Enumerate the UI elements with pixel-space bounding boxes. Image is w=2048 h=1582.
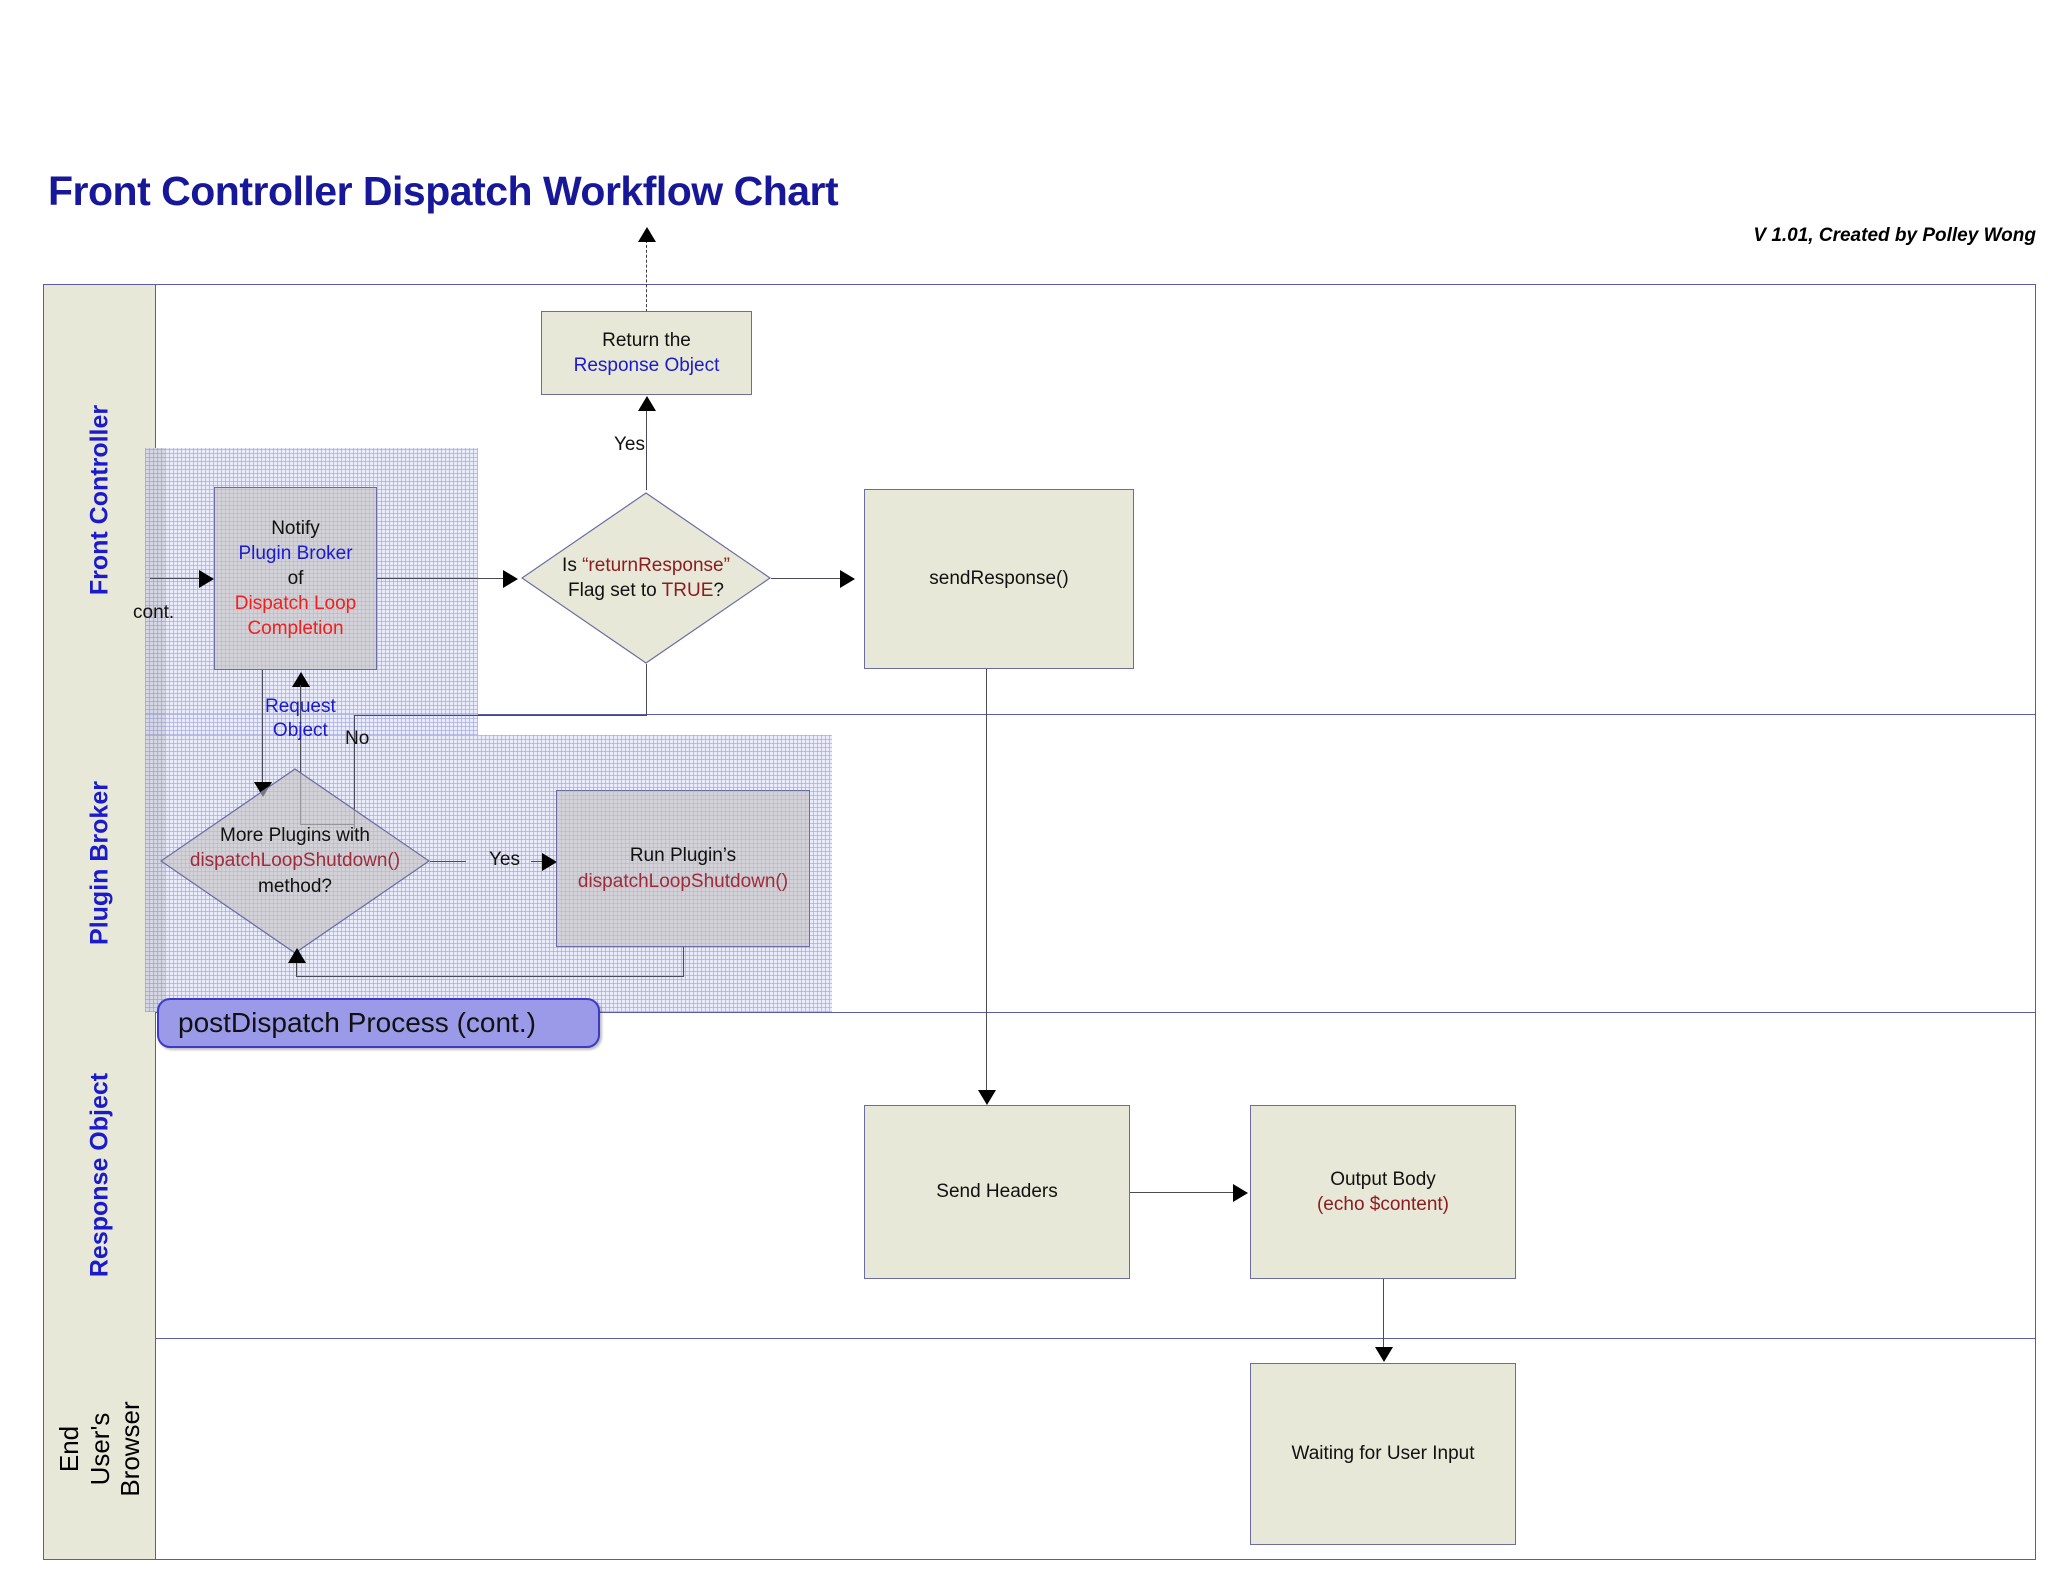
lane-label-end-user-browser: End User's Browser — [53, 1400, 145, 1497]
edge-plugin-loop-vertical-right — [683, 947, 684, 977]
more-plugins-line-2: dispatchLoopShutdown() — [189, 850, 401, 872]
edge-no-segment-vertical-b — [354, 715, 355, 829]
lane-header-plugin-broker: Plugin Broker — [44, 714, 156, 1012]
decision-line1-pre: Is — [562, 554, 583, 576]
lane-divider-2 — [43, 1012, 2036, 1013]
edge-yes-plugin-arrowhead — [542, 853, 557, 871]
return-flag-decision-text: Is “returnResponse” Flag set to TRUE? — [521, 492, 771, 664]
edge-return-exit-arrowhead — [638, 227, 656, 242]
more-plugins-decision-text: More Plugins with dispatchLoopShutdown()… — [160, 768, 430, 954]
decision-shape-return-flag — [521, 492, 771, 664]
lane-divider-3 — [43, 1338, 2036, 1339]
grid-zone-bridge — [145, 714, 478, 735]
node-return-flag-decision[interactable]: Is “returnResponse” Flag set to TRUE? — [521, 492, 771, 664]
run-plugin-line-1: Run Plugin’s — [629, 845, 737, 867]
edge-label-request-object: Request Object — [265, 696, 336, 741]
edge-request-object-line — [262, 670, 263, 785]
banner-post-dispatch-process[interactable]: postDispatch Process (cont.) — [157, 998, 600, 1048]
edge-output-to-waiting-arrowhead — [1375, 1347, 1393, 1362]
edge-plugin-loop-arrowhead — [288, 948, 306, 963]
edge-decision-to-sendresponse-line — [771, 578, 846, 579]
edge-headers-to-output-arrowhead — [1233, 1184, 1248, 1202]
node-output-body[interactable]: Output Body (echo $content) — [1250, 1105, 1516, 1279]
edge-return-exit-line — [646, 240, 647, 312]
return-response-line-2: Response Object — [573, 355, 720, 376]
lane-header-end-user-browser: End User's Browser — [44, 1338, 156, 1559]
page-title: Front Controller Dispatch Workflow Chart — [48, 168, 839, 214]
send-response-label: sendResponse() — [929, 568, 1069, 590]
more-plugins-line-1: More Plugins with — [220, 824, 370, 846]
lane-label-plugin-broker: Plugin Broker — [85, 781, 113, 945]
edge-no-segment-vertical-a — [646, 664, 647, 716]
edge-plugin-loop-horizontal — [296, 976, 684, 977]
decision-line2-post: ? — [713, 580, 724, 601]
edge-no-segment-horizontal — [354, 715, 647, 716]
edge-yes-to-return-line — [646, 408, 647, 490]
notify-line-1: Notify — [271, 517, 320, 539]
node-run-plugin-shutdown[interactable]: Run Plugin’s dispatchLoopShutdown() — [556, 790, 810, 947]
edge-label-no: No — [345, 728, 370, 749]
edge-loop-back-into-notify-arrowhead — [292, 672, 310, 687]
node-send-headers[interactable]: Send Headers — [864, 1105, 1130, 1279]
edge-label-cont: cont. — [133, 602, 175, 623]
edge-label-yes-top: Yes — [614, 434, 645, 455]
edge-headers-to-output-line — [1130, 1192, 1240, 1193]
decision-line2-em: TRUE — [661, 580, 714, 601]
send-headers-label: Send Headers — [936, 1181, 1058, 1203]
node-more-plugins-decision[interactable]: More Plugins with dispatchLoopShutdown()… — [160, 768, 430, 954]
notify-line-4: Dispatch Loop — [234, 593, 357, 615]
decision-line2-pre: Flag set to — [568, 580, 662, 601]
more-plugins-line-3: method? — [258, 875, 332, 897]
notify-line-2: Plugin Broker — [238, 542, 353, 564]
edge-yes-to-return-arrowhead — [638, 396, 656, 411]
version-credit: V 1.01, Created by Polley Wong — [1753, 225, 2036, 246]
waiting-input-label: Waiting for User Input — [1291, 1443, 1475, 1465]
swimlane-frame — [43, 284, 2036, 1560]
output-body-line-2: (echo $content) — [1316, 1194, 1450, 1215]
lane-header-response-object: Response Object — [44, 1012, 156, 1338]
edge-yes-plugin-line-a — [430, 861, 466, 862]
output-body-line-1: Output Body — [1330, 1168, 1436, 1190]
edge-yes-plugin-line-b — [531, 861, 551, 862]
edge-decision-to-sendresponse-arrowhead — [840, 570, 855, 588]
edge-output-to-waiting-line — [1383, 1279, 1384, 1359]
edge-sendresponse-to-headers-line — [986, 669, 987, 1102]
node-waiting-for-user-input[interactable]: Waiting for User Input — [1250, 1363, 1516, 1545]
edge-cont-entry-line — [150, 578, 202, 579]
edge-label-yes-plugin: Yes — [489, 849, 520, 870]
node-send-response[interactable]: sendResponse() — [864, 489, 1134, 669]
lane-header-front-controller: Front Controller — [44, 285, 156, 714]
notify-line-3: of — [287, 567, 304, 589]
grid-zone-shadow — [145, 448, 165, 1012]
node-return-response-object[interactable]: Return the Response Object — [541, 311, 752, 395]
lane-label-front-controller: Front Controller — [85, 404, 113, 595]
edge-cont-entry-arrowhead — [199, 570, 214, 588]
notify-line-5: Completion — [247, 618, 344, 640]
edge-sendresponse-to-headers-arrowhead — [978, 1090, 996, 1105]
banner-label: postDispatch Process (cont.) — [178, 1007, 536, 1038]
edge-notify-to-decision-line — [377, 578, 509, 579]
edge-loop-back-into-notify-line — [300, 685, 301, 825]
lane-divider-1 — [43, 714, 2036, 715]
lane-label-response-object: Response Object — [85, 1072, 113, 1278]
edge-notify-to-decision-arrowhead — [503, 570, 518, 588]
edge-plugin-loop-vertical-left — [296, 960, 297, 977]
return-response-line-1: Return the — [602, 329, 691, 351]
node-notify-plugin-broker[interactable]: Notify Plugin Broker of Dispatch Loop Co… — [214, 487, 377, 670]
run-plugin-line-2: dispatchLoopShutdown() — [577, 870, 789, 892]
decision-line1-em: “returnResponse” — [582, 554, 730, 576]
